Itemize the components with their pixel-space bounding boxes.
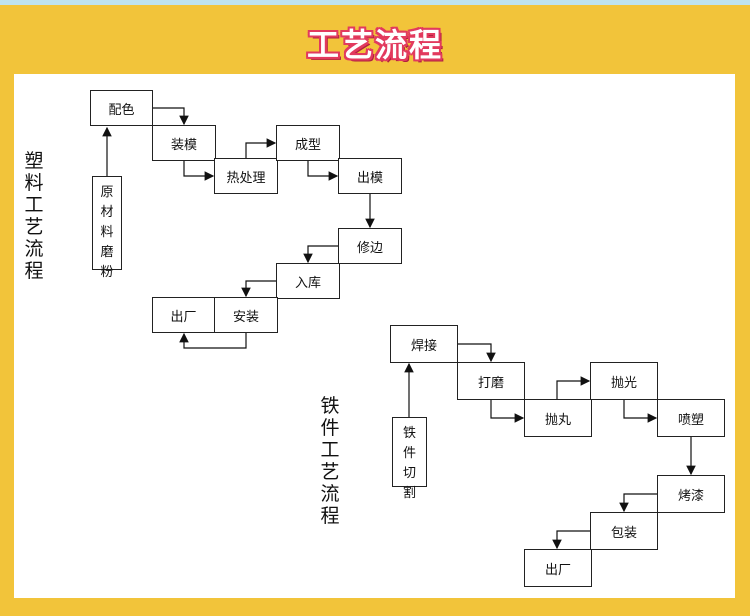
step-iron-powder-coating: 喷塑 bbox=[657, 399, 725, 437]
step-plastic-color: 配色 bbox=[90, 90, 153, 126]
step-label: 烤漆 bbox=[677, 488, 704, 504]
raw-material-label: 原材料磨粉 bbox=[100, 185, 114, 280]
step-label: 打磨 bbox=[477, 375, 504, 391]
iron-process-label-text: 铁件工艺流程 bbox=[320, 395, 340, 527]
step-plastic-forming: 成型 bbox=[276, 125, 340, 161]
step-plastic-molding: 装模 bbox=[152, 125, 216, 161]
step-plastic-ship: 出厂 bbox=[152, 297, 215, 333]
step-label: 喷塑 bbox=[677, 412, 704, 428]
top-strip bbox=[0, 0, 750, 5]
step-label: 修边 bbox=[356, 240, 383, 256]
step-iron-shot-blasting: 抛丸 bbox=[524, 399, 592, 437]
plastic-process-label: 塑料工艺流程 bbox=[22, 150, 46, 282]
step-plastic-heat-treatment: 热处理 bbox=[214, 158, 278, 194]
step-plastic-storage: 入库 bbox=[276, 263, 340, 299]
step-iron-packaging: 包装 bbox=[590, 512, 658, 550]
iron-cutting-box: 铁件切割 bbox=[392, 417, 427, 501]
step-label: 成型 bbox=[294, 137, 321, 153]
iron-cutting-label: 铁件切割 bbox=[402, 426, 416, 501]
iron-process-label: 铁件工艺流程 bbox=[318, 395, 342, 527]
step-iron-baking-paint: 烤漆 bbox=[657, 475, 725, 513]
step-label: 出模 bbox=[356, 170, 383, 186]
page-title: 工艺流程 bbox=[306, 26, 443, 64]
step-plastic-demold: 出模 bbox=[338, 158, 402, 194]
step-label: 入库 bbox=[294, 275, 321, 291]
step-label: 热处理 bbox=[226, 170, 266, 186]
step-plastic-install: 安装 bbox=[214, 297, 278, 333]
step-label: 包装 bbox=[610, 525, 637, 541]
plastic-process-label-text: 塑料工艺流程 bbox=[24, 150, 44, 282]
step-label: 抛丸 bbox=[544, 412, 571, 428]
step-label: 出厂 bbox=[170, 309, 197, 325]
step-iron-grinding: 打磨 bbox=[457, 362, 525, 400]
step-plastic-trimming: 修边 bbox=[338, 228, 402, 264]
step-label: 出厂 bbox=[544, 562, 571, 578]
step-label: 装模 bbox=[170, 137, 197, 153]
step-iron-polishing: 抛光 bbox=[590, 362, 658, 400]
step-label: 配色 bbox=[108, 102, 135, 118]
step-label: 安装 bbox=[232, 309, 259, 325]
step-label: 抛光 bbox=[610, 375, 637, 391]
plastic-raw-material-box: 原材料磨粉 bbox=[92, 176, 122, 280]
step-iron-welding: 焊接 bbox=[390, 325, 458, 363]
step-label: 焊接 bbox=[410, 338, 437, 354]
step-iron-ship: 出厂 bbox=[524, 549, 592, 587]
